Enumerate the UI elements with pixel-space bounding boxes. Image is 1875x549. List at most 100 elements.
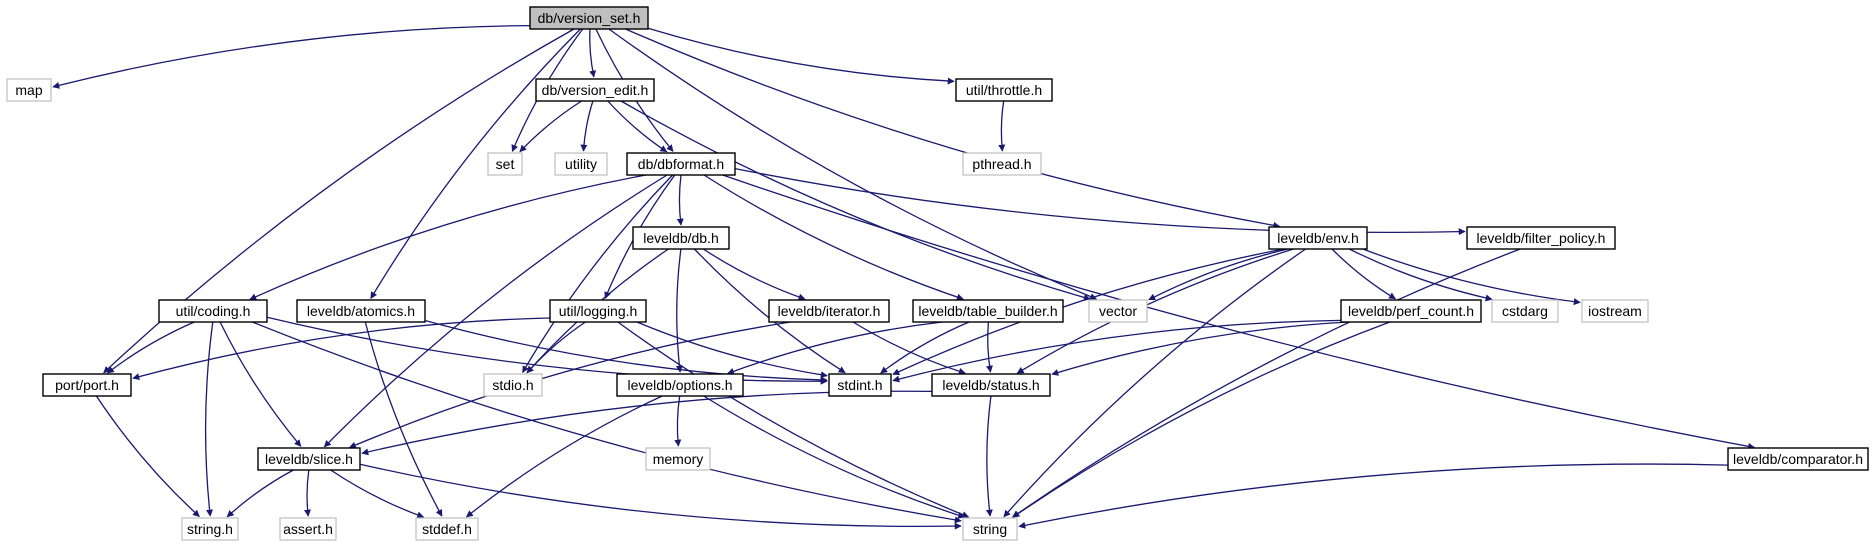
node-box xyxy=(632,226,730,250)
edge-version_set-to-atomics xyxy=(370,28,581,299)
node-label: leveldb/atomics.h xyxy=(307,303,415,319)
node-box xyxy=(962,152,1042,176)
edge-dbformat-to-slice xyxy=(323,174,668,448)
node-map: map xyxy=(6,78,52,102)
edge-coding-to-slice xyxy=(219,321,302,447)
edge-env-to-iostream xyxy=(1362,248,1581,306)
edge-table_builder-to-options xyxy=(727,321,943,375)
edge-filter_policy-to-string xyxy=(1012,248,1521,518)
node-label: util/coding.h xyxy=(176,303,251,319)
node-label: set xyxy=(496,156,515,172)
node-options[interactable]: leveldb/options.h xyxy=(616,373,744,397)
edge-options-to-stddef xyxy=(465,395,663,518)
node-env[interactable]: leveldb/env.h xyxy=(1268,226,1368,250)
node-vector: vector xyxy=(1088,299,1148,323)
edge-dbformat-to-comparator xyxy=(722,174,1756,450)
node-label: leveldb/iterator.h xyxy=(778,303,881,319)
node-box xyxy=(554,152,608,176)
edge-atomics-to-stdint xyxy=(424,319,828,384)
edge-version_edit-to-utility xyxy=(580,100,594,152)
node-label: leveldb/db.h xyxy=(643,230,719,246)
node-label: leveldb/slice.h xyxy=(265,451,353,467)
node-stdint[interactable]: stdint.h xyxy=(828,373,892,397)
node-label: leveldb/table_builder.h xyxy=(918,303,1057,319)
node-label: assert.h xyxy=(283,521,333,537)
node-label: iostream xyxy=(1588,303,1642,319)
node-box xyxy=(645,447,711,471)
node-memory: memory xyxy=(645,447,711,471)
node-table-builder[interactable]: leveldb/table_builder.h xyxy=(912,299,1064,323)
node-throttle[interactable]: util/throttle.h xyxy=(955,78,1053,102)
edge-logging-to-stdint xyxy=(636,321,828,379)
edge-version_edit-to-dbformat xyxy=(607,100,668,153)
node-box xyxy=(828,373,892,397)
node-box xyxy=(616,373,744,397)
node-perf-count[interactable]: leveldb/perf_count.h xyxy=(1340,299,1482,323)
node-box xyxy=(955,78,1053,102)
node-version-edit[interactable]: db/version_edit.h xyxy=(535,78,655,102)
node-box xyxy=(931,373,1051,397)
node-box xyxy=(296,299,426,323)
edge-status-to-string xyxy=(985,395,993,517)
node-iostream: iostream xyxy=(1581,299,1649,323)
edge-perf_count-to-string xyxy=(1012,321,1391,518)
edge-iterator-to-status xyxy=(852,321,966,375)
node-label: db/dbformat.h xyxy=(638,156,724,172)
edge-slice-to-string xyxy=(359,463,962,530)
node-coding[interactable]: util/coding.h xyxy=(158,299,268,323)
node-box xyxy=(912,299,1064,323)
node-box xyxy=(279,517,337,541)
edge-version_set-to-vector xyxy=(608,28,1098,300)
node-box xyxy=(483,373,543,397)
node-box xyxy=(1088,299,1148,323)
node-dbformat[interactable]: db/dbformat.h xyxy=(626,152,736,176)
node-box xyxy=(529,6,649,30)
node-stddef: stddef.h xyxy=(415,517,479,541)
node-box xyxy=(1581,299,1649,323)
node-utility: utility xyxy=(554,152,608,176)
node-label: map xyxy=(15,82,42,98)
edge-options-to-memory xyxy=(674,395,682,447)
node-label: leveldb/comparator.h xyxy=(1733,451,1863,467)
edge-coding-to-string_h xyxy=(204,321,214,517)
node-assert: assert.h xyxy=(279,517,337,541)
node-box xyxy=(181,517,239,541)
edge-table_builder-to-stdint xyxy=(880,321,970,374)
node-label: db/version_set.h xyxy=(538,10,641,26)
edge-version_set-to-map xyxy=(52,24,531,89)
node-box xyxy=(1466,226,1616,250)
edge-coding-to-port xyxy=(106,321,195,374)
node-db[interactable]: leveldb/db.h xyxy=(632,226,730,250)
edge-options-to-string xyxy=(703,395,966,519)
node-label: cstdarg xyxy=(1502,303,1548,319)
edge-slice-to-stddef xyxy=(330,469,425,519)
edge-coding-to-stdint xyxy=(266,316,828,385)
node-iterator[interactable]: leveldb/iterator.h xyxy=(768,299,890,323)
edge-version_set-to-version_edit xyxy=(589,28,597,78)
node-logging[interactable]: util/logging.h xyxy=(549,299,647,323)
edge-logging-to-string xyxy=(617,321,970,518)
node-port[interactable]: port/port.h xyxy=(42,373,132,397)
edge-dbformat-to-db xyxy=(676,174,684,226)
node-label: util/throttle.h xyxy=(966,82,1042,98)
node-atomics[interactable]: leveldb/atomics.h xyxy=(296,299,426,323)
node-version-set[interactable]: db/version_set.h xyxy=(529,6,649,30)
node-string-h: string.h xyxy=(181,517,239,541)
edge-env-to-perf_count xyxy=(1331,248,1396,300)
node-box xyxy=(962,517,1018,541)
node-comparator[interactable]: leveldb/comparator.h xyxy=(1727,447,1869,471)
edge-db-to-iterator xyxy=(702,248,806,301)
node-label: stdio.h xyxy=(492,377,533,393)
node-slice[interactable]: leveldb/slice.h xyxy=(257,447,361,471)
node-label: stdint.h xyxy=(837,377,882,393)
edge-dbformat-to-table_builder xyxy=(703,174,964,301)
node-filter-policy[interactable]: leveldb/filter_policy.h xyxy=(1466,226,1616,250)
node-box xyxy=(42,373,132,397)
node-label: port/port.h xyxy=(55,377,119,393)
edge-db-to-stdint xyxy=(693,248,846,374)
node-status[interactable]: leveldb/status.h xyxy=(931,373,1051,397)
node-box xyxy=(1491,299,1559,323)
node-label: leveldb/perf_count.h xyxy=(1348,303,1474,319)
